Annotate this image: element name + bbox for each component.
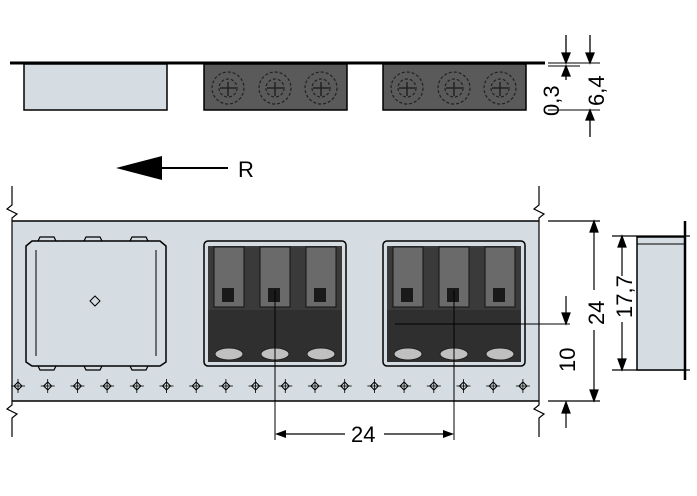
sprocket-hole: [11, 379, 25, 393]
sprocket-hole: [308, 379, 322, 393]
dim-pitch-label: 24: [351, 422, 375, 447]
side-pocket-empty: [23, 63, 168, 111]
sprocket-hole: [486, 379, 501, 393]
pocket-empty: [25, 236, 167, 371]
sprocket-hole: [159, 379, 174, 393]
sprocket-hole: [456, 379, 471, 393]
sprocket-hole: [248, 379, 263, 393]
sprocket-hole: [100, 379, 115, 393]
dim-tape-width-label: 24: [584, 301, 609, 325]
dim-sprocket-offset-label: 10: [555, 348, 580, 372]
sprocket-hole: [129, 379, 144, 393]
sprocket-hole: [278, 379, 293, 393]
sprocket-hole: [367, 379, 382, 393]
sprocket-hole: [189, 379, 204, 393]
feed-direction: R: [116, 156, 254, 182]
end-section-view: [636, 221, 687, 380]
sprocket-hole: [70, 379, 85, 393]
direction-label: R: [238, 157, 254, 182]
break-line-left: [5, 186, 19, 437]
dim-right: [548, 219, 690, 428]
center-diamond-icon: [89, 295, 101, 307]
sprocket-hole: [426, 379, 441, 393]
dim-0-3-arrows: [561, 35, 571, 80]
sprocket-hole: [218, 379, 233, 393]
dim-pitch: 24: [275, 422, 454, 447]
sprocket-holes: [11, 379, 530, 393]
sprocket-hole: [397, 379, 412, 393]
side-view: 0,3 6,4: [10, 35, 609, 137]
side-pocket-filled-2: [382, 63, 527, 111]
sprocket-hole: [515, 379, 530, 393]
dim-pocket-width-label: 17,7: [612, 275, 637, 318]
dim-tape-thickness-label: 0,3: [539, 85, 564, 116]
side-pocket-filled-1: [203, 63, 348, 111]
sprocket-hole: [40, 379, 55, 393]
sprocket-hole: [337, 379, 352, 393]
top-view: [5, 186, 570, 440]
break-line-right: [532, 186, 546, 437]
dim-6-4-arrows: [585, 35, 595, 137]
left-arrow-icon: [116, 156, 162, 180]
dim-pocket-depth-label: 6,4: [584, 75, 609, 106]
